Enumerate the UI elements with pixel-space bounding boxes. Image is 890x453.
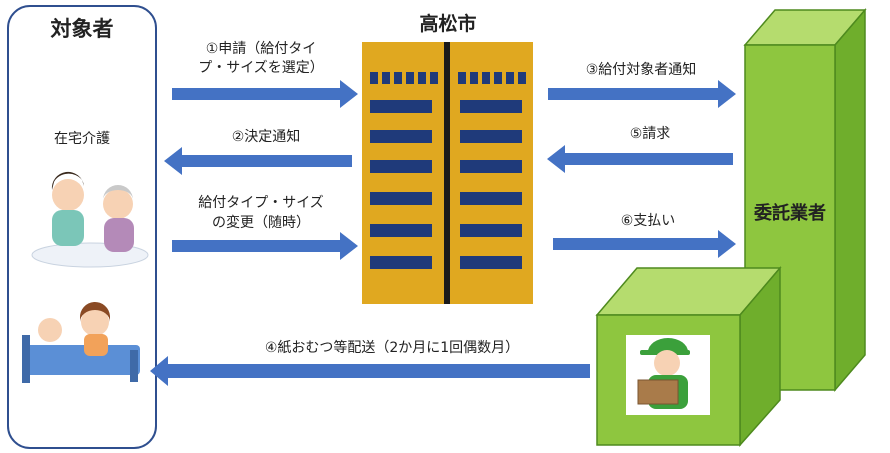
city-title: 高松市 xyxy=(419,13,477,35)
delivery-person-icon xyxy=(637,338,690,409)
step-billing: ⑤請求 xyxy=(629,126,671,142)
step-delivery: ④紙おむつ等配送（2か月に1回偶数月） xyxy=(264,340,520,356)
arrow-billing xyxy=(547,145,733,173)
bedridden-care-icon xyxy=(22,301,140,383)
building-windows xyxy=(370,72,526,269)
delivery-box xyxy=(595,265,782,447)
city-building xyxy=(362,42,533,304)
step-notify-contractor: ③給付対象者通知 xyxy=(585,62,697,78)
arrows xyxy=(150,80,736,386)
caregiver-elderly-icon xyxy=(31,171,149,268)
step-decision: ②決定通知 xyxy=(231,129,301,145)
arrow-change xyxy=(172,232,358,260)
home-care-label: 在宅介護 xyxy=(54,131,110,147)
step-apply-line1: ①申請（給付タイ xyxy=(205,41,317,57)
step-change-line1: 給付タイプ・サイズ xyxy=(198,195,324,211)
step-change-line2: の変更（随時） xyxy=(212,215,310,231)
arrow-apply xyxy=(172,80,358,108)
arrow-payment xyxy=(553,230,736,258)
contractor-title: 委託業者 xyxy=(754,203,826,224)
arrow-delivery xyxy=(150,356,590,386)
arrow-decision xyxy=(164,147,352,175)
step-apply-line2: プ・サイズを選定） xyxy=(198,60,324,76)
arrow-notify xyxy=(548,80,736,108)
target-panel-title: 対象者 xyxy=(50,17,114,41)
step-payment: ⑥支払い xyxy=(620,213,676,229)
